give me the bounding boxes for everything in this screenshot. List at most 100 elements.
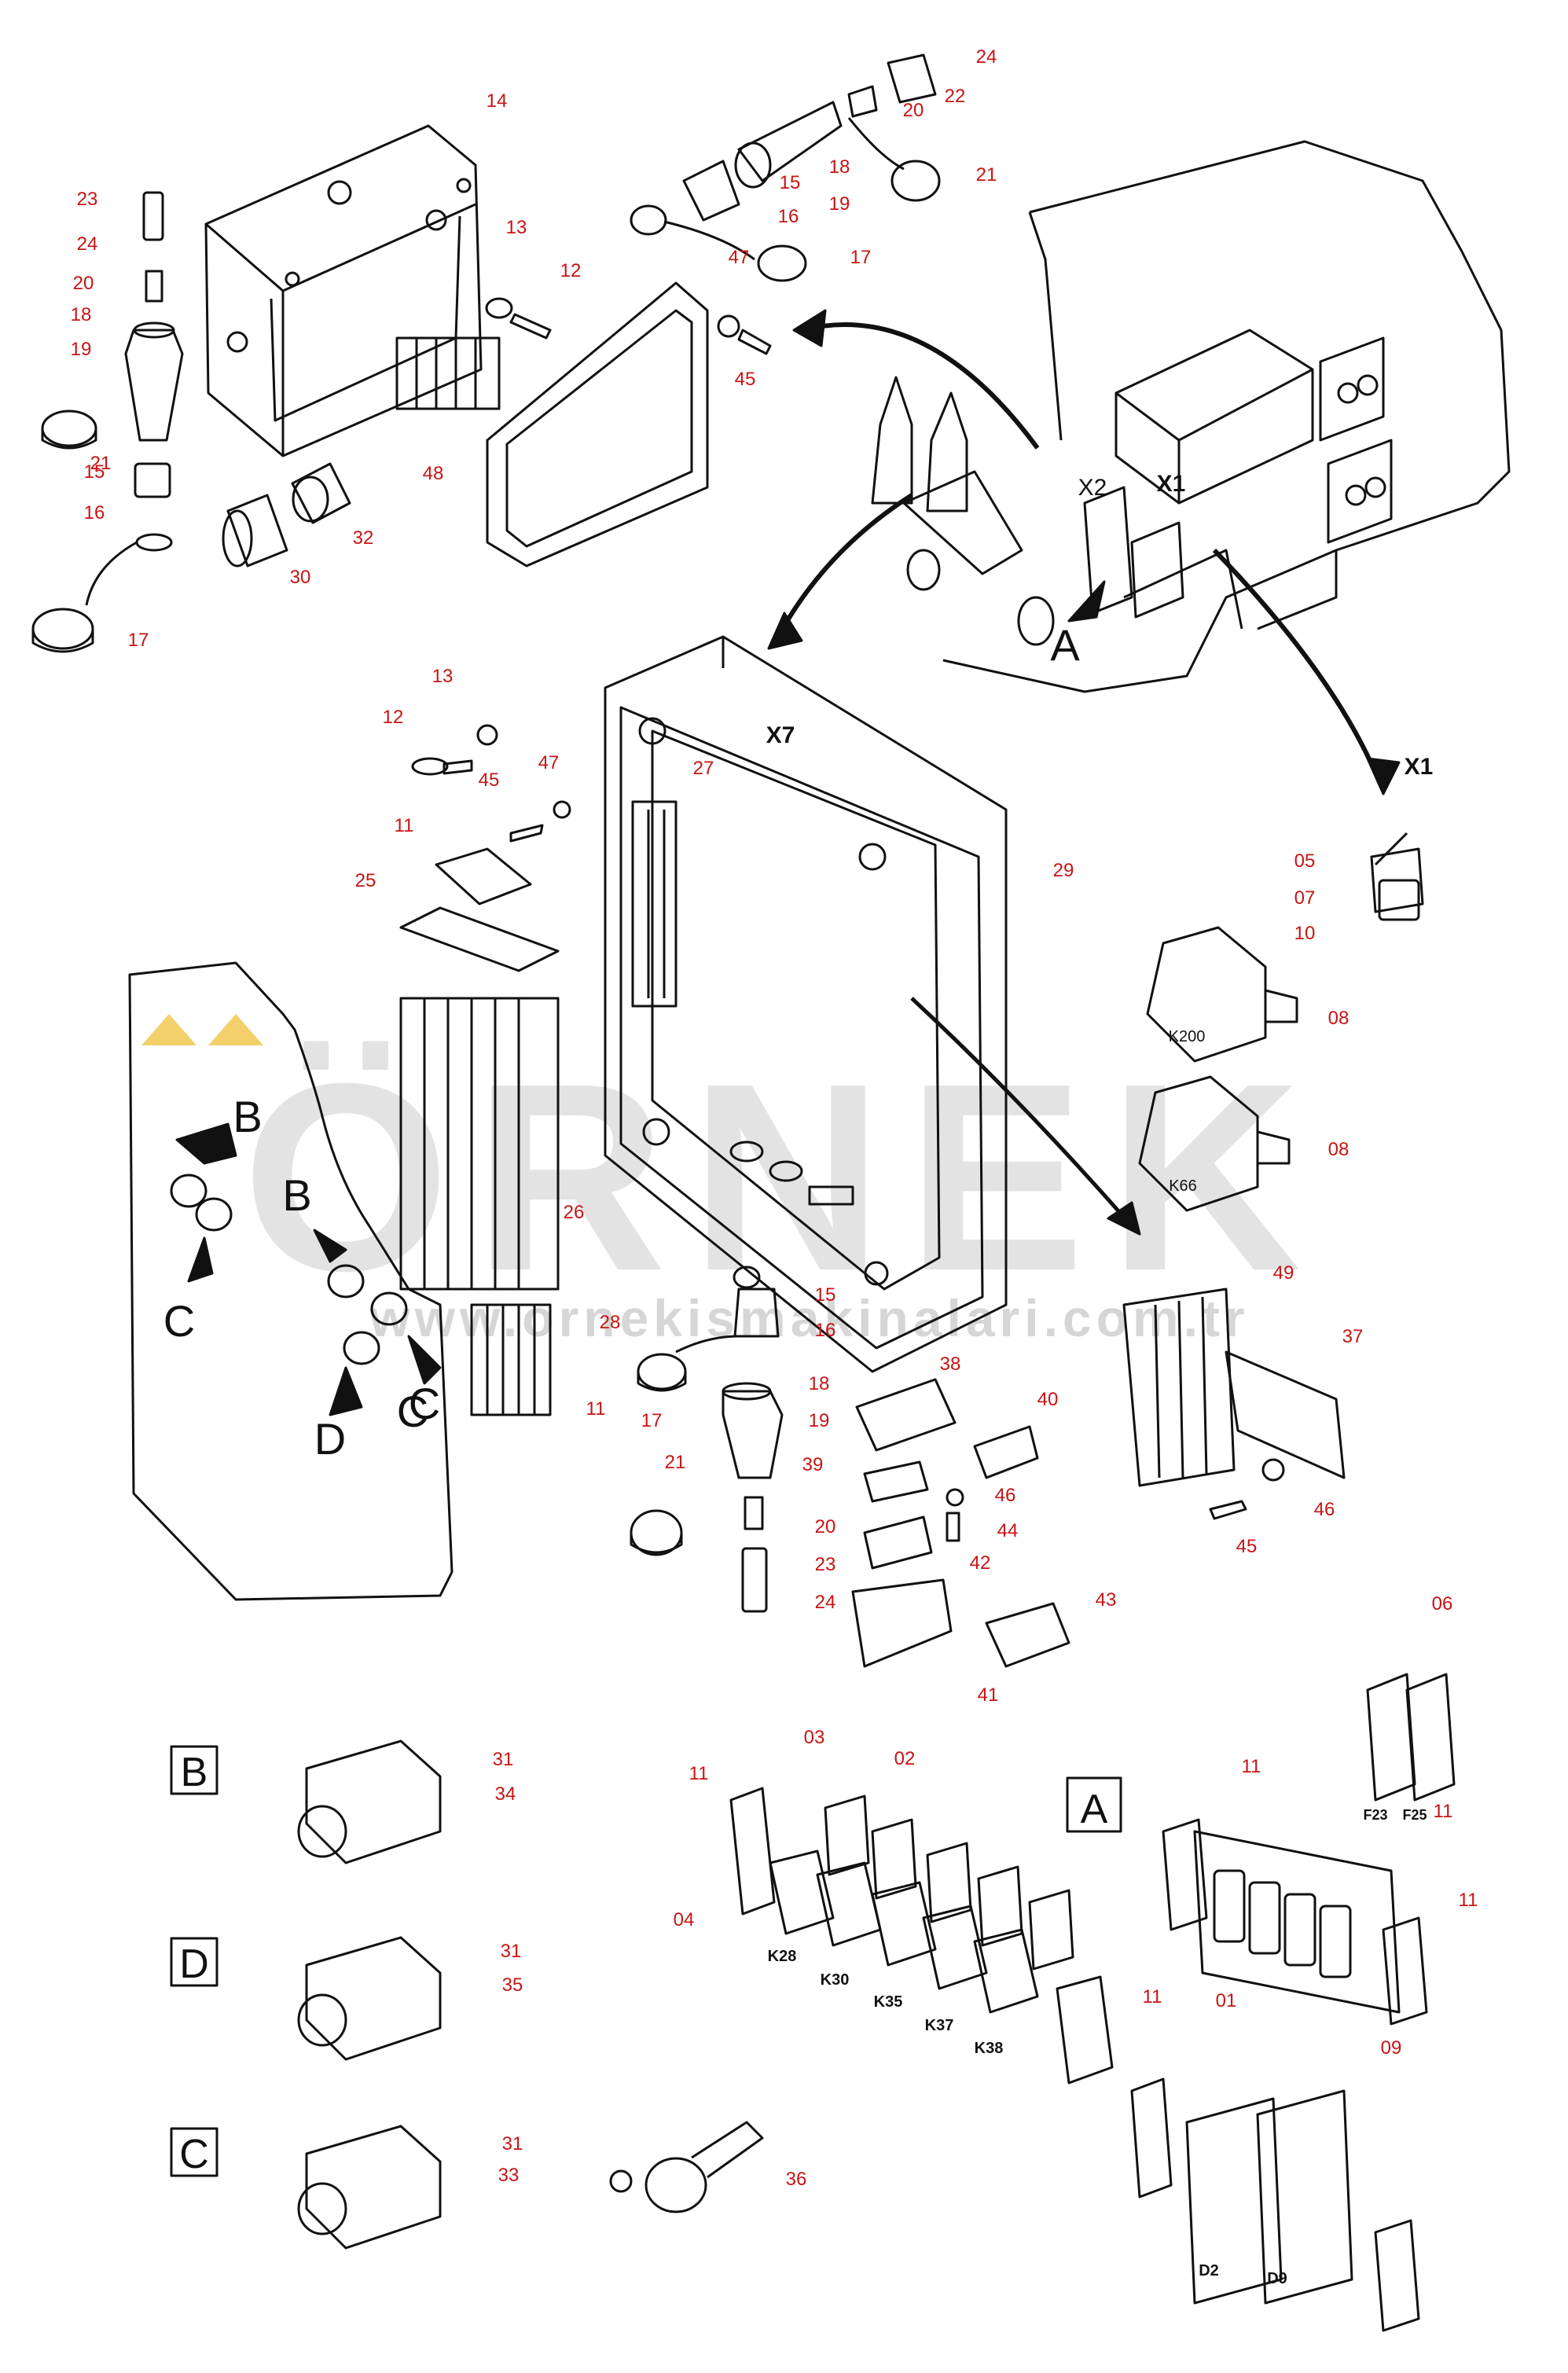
watermark-accent-right [208,1014,263,1045]
relay-row [729,1787,1114,2085]
watermark: ÖRNEK www.ornekismakinalari.com.tr [141,1014,1325,1347]
callout-number: 15 [780,172,801,193]
callout-number: 07 [1294,887,1316,909]
detail-arrow-letter: A [1050,620,1080,670]
callout-number: 40 [1037,1389,1059,1410]
callout-number: 36 [786,2169,807,2190]
callout-number: 14 [487,90,508,112]
callout-number: 01 [1216,1990,1237,2011]
detail-arrow-letter: C [409,1379,440,1428]
cable-gland-assembly-top [630,53,941,282]
callout-number: 23 [815,1554,836,1575]
callout-number: 47 [729,247,750,268]
connector-label-x1-top: X1 [1157,471,1186,497]
callout-number: 47 [538,752,560,773]
callout-number: 20 [815,1516,836,1537]
connector-label-x1-switch: X1 [1405,754,1434,780]
watermark-url: www.ornekismakinalari.com.tr [369,1289,1249,1347]
cable-gland-30-32 [222,462,351,568]
callout-number: 17 [128,630,149,651]
detail-arrow-letter: B [282,1170,311,1220]
diode-label: D9 [1267,2270,1287,2287]
callout-number: 27 [693,758,714,779]
callout-number: 44 [997,1520,1019,1541]
connector-label-x2: X2 [1078,475,1107,501]
module-label: K200 [1169,1028,1206,1045]
callout-number: 18 [71,304,92,325]
callout-number: 21 [976,164,997,186]
callout-number: 03 [804,1727,825,1748]
callout-number: 24 [815,1592,836,1613]
fuse-label: F25 [1402,1807,1427,1823]
callout-labels: 2422201819151617211413124745483230232420… [71,46,1478,2190]
callout-number: 12 [383,707,404,728]
callout-number: 25 [355,870,376,891]
diode-label: D2 [1199,2262,1219,2279]
callout-number: 49 [1273,1262,1294,1284]
callout-number: 16 [815,1320,836,1341]
callout-number: 21 [90,453,112,474]
callout-number: 08 [1328,1008,1350,1029]
callout-number: 46 [1314,1499,1335,1520]
gasket-panel [395,281,709,568]
cabinet-door [128,961,454,1601]
detail-box-letter: D [179,1941,209,1987]
callout-number: 19 [829,193,850,215]
callout-number: 11 [689,1763,709,1784]
callout-number: 35 [502,1974,523,1996]
callout-number: 42 [970,1552,991,1574]
callout-number: 05 [1294,850,1316,872]
terminal-block-stack [399,724,571,1416]
detail-box-letter: B [181,1750,208,1795]
callout-number: 33 [498,2165,520,2186]
callout-number: 18 [829,156,850,178]
cable-gland-assembly-left [31,191,184,653]
relay-label: K30 [821,1971,850,1989]
callout-number: 08 [1328,1139,1350,1160]
module-label: K66 [1169,1177,1197,1195]
callout-number: 32 [353,527,374,549]
callout-number: 13 [506,217,527,238]
callout-number: 24 [976,46,997,68]
detail-arrow-letter: D [314,1414,346,1464]
callout-number: 45 [1236,1536,1258,1557]
callout-number: 43 [1096,1589,1117,1611]
callout-number: 39 [802,1454,824,1475]
callout-number: 28 [600,1312,621,1333]
callout-number: 20 [73,273,94,294]
line-art [31,53,1511,2332]
callout-number: 31 [502,2133,523,2154]
fuse-label: F23 [1363,1807,1387,1823]
callout-number: 45 [479,770,500,791]
junction-box-14 [204,124,483,457]
callout-number: 24 [77,233,98,255]
enclosure-x7 [604,635,1008,1373]
relay-modules-right [1122,832,1424,1520]
callout-number: 11 [1143,1986,1162,2007]
detail-d-socket [297,1936,442,2061]
detail-arrow-letter: B [233,1092,262,1141]
callout-number: 19 [71,339,92,360]
callout-number: 04 [674,1909,695,1930]
callout-number: 11 [1459,1890,1478,1911]
callout-number: 09 [1381,2037,1402,2059]
detail-arrow-letter: C [397,1387,428,1436]
watermark-brand: ÖRNEK [242,1028,1325,1327]
callout-number: 11 [586,1398,606,1420]
connector-label-x7: X7 [766,722,795,748]
callout-number: 16 [778,206,799,227]
callout-number: 34 [495,1783,516,1805]
callout-number: 38 [940,1354,961,1375]
callout-number: 19 [809,1410,830,1431]
callout-number: 16 [84,502,105,523]
callout-number: 30 [290,567,311,588]
machine-assembly [871,140,1511,693]
callout-number: 10 [1294,923,1316,944]
callout-number: 26 [564,1202,585,1223]
relay-label: K28 [768,1948,797,1965]
detail-box-letter: A [1081,1787,1108,1832]
callout-number: 13 [432,666,454,687]
relay-label: K37 [925,2017,954,2034]
